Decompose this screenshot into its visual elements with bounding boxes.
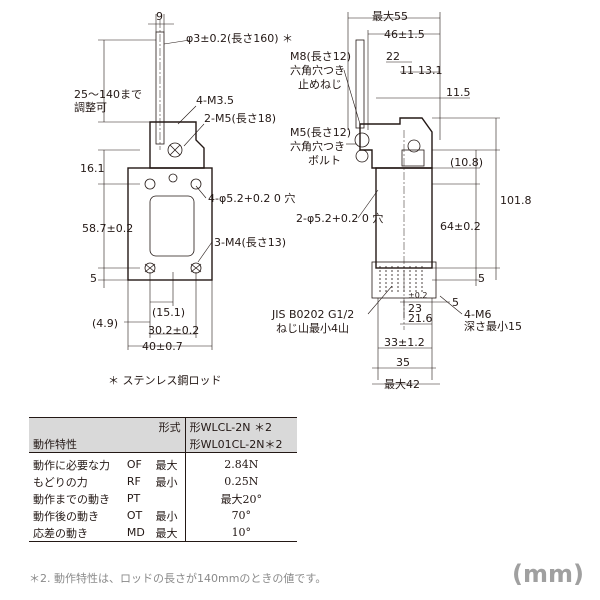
row-code: MD: [122, 524, 152, 542]
table-row: 動作後の動き OT 最小 70°: [29, 507, 297, 524]
m5-label-1: M5(長さ12): [290, 126, 351, 139]
spec-table: 形式 形WLCL-2N ＊2 動作特性 形WL01CL-2N＊2 動作に必要な力…: [29, 418, 297, 542]
row-value: 2.84N: [224, 458, 259, 471]
row-limit: 最大: [151, 452, 186, 473]
row-name: 動作までの動き: [33, 492, 110, 506]
row-code: PT: [126, 492, 141, 505]
m5-label-2: 六角穴つき: [290, 139, 345, 153]
table-row: 応差の動き MD 最大 10°: [29, 524, 297, 542]
adjust-note: 調整可: [74, 100, 107, 114]
m35-label: 4-M3.5: [196, 94, 234, 107]
row-name: 動作後の動き: [33, 509, 99, 523]
dim-11-5: 11.5: [446, 86, 471, 99]
row-value: 最大20°: [220, 492, 263, 506]
dim-10-8: (10.8): [450, 156, 483, 169]
dim-30-2: 30.2±0.2: [148, 324, 199, 337]
char-label: 動作特性: [29, 435, 186, 453]
dim-46: 46±1.5: [384, 28, 425, 41]
rod-note: ＊ ステンレス鋼ロッド: [108, 373, 222, 387]
table-row: 動作に必要な力 OF 最大 2.84N: [29, 452, 297, 473]
row-name: 応差の動き: [29, 524, 123, 542]
m8-label-3: 止めねじ: [298, 78, 342, 91]
table-row: 動作までの動き PT 最大20°: [29, 490, 297, 507]
side-head: [359, 117, 433, 169]
jis-label-2: ねじ山最小4山: [276, 322, 349, 335]
dim-5-bottom: 5: [452, 296, 459, 309]
form-label: 形式: [29, 418, 186, 435]
front-view: 9 φ3±0.2(長さ160) ＊ 25～140まで 調整可 4-M3.5 2-…: [74, 10, 295, 387]
row-limit: [151, 490, 186, 507]
rod-label: φ3±0.2(長さ160) ＊: [186, 32, 293, 45]
dim-35: 35: [396, 356, 410, 369]
side-view: 最大55 46±1.5 22 11 13.1 M8(長さ12) 六角穴つき 止め…: [271, 9, 532, 391]
dim-max55: 最大55: [372, 9, 408, 23]
dim-15-1: (15.1): [152, 306, 185, 319]
row-value: 10°: [185, 524, 297, 542]
row-limit: 最小: [151, 473, 186, 490]
row-value: 0.25N: [224, 475, 259, 488]
dim-58-7: 58.7±0.2: [82, 222, 133, 235]
m5-label-3: ボルト: [308, 154, 341, 167]
row-limit: 最大: [151, 524, 186, 542]
m6-label-1: 4-M6: [464, 308, 491, 321]
m8-label-2: 六角穴つき: [290, 63, 345, 77]
dim-64: 64±0.2: [440, 220, 481, 233]
m5-18-label: 2-M5(長さ18): [204, 112, 276, 125]
dim-5-side: 5: [478, 272, 485, 285]
table-row: もどりの力 RF 最小 0.25N: [29, 473, 297, 490]
dim-16-1: 16.1: [80, 162, 105, 175]
model-1: 形WLCL-2N ＊2: [185, 418, 297, 435]
adjust-range: 25～140まで: [74, 88, 142, 101]
row-name: 動作に必要な力: [33, 458, 110, 472]
unit-label: (mm): [512, 560, 584, 588]
m4-13-label: 3-M4(長さ13): [214, 236, 286, 249]
hole-2-label: 2-φ5.2+0.2 0 穴: [296, 211, 383, 225]
front-body: [127, 167, 213, 281]
dim-21-6: 21.6: [408, 312, 433, 325]
dim-5-front: 5: [90, 272, 97, 285]
footnote: ＊2. 動作特性は、ロッドの長さが140mmのときの値です。: [29, 572, 327, 585]
row-code: RF: [126, 475, 141, 488]
dim-13-1: 13.1: [418, 64, 443, 77]
head-block: [149, 121, 205, 169]
dim-11: 11: [400, 64, 414, 77]
jis-label-1: JIS B0202 G1/2: [271, 308, 354, 321]
dimension-drawing: 9 φ3±0.2(長さ160) ＊ 25～140まで 調整可 4-M3.5 2-…: [74, 9, 532, 391]
hole-4-label: 4-φ5.2+0.2 0 穴: [208, 191, 295, 205]
dim-22: 22: [386, 50, 400, 63]
row-limit: 最小: [151, 507, 186, 524]
dim-101-8: 101.8: [500, 194, 532, 207]
row-name: もどりの力: [33, 475, 88, 489]
dim-9: 9: [156, 10, 163, 23]
dim-pm02: ±0.2: [408, 291, 427, 300]
dim-23: 23: [408, 302, 422, 315]
dim-4-9: (4.9): [92, 317, 118, 330]
row-code: OT: [126, 509, 143, 522]
dim-33: 33±1.2: [384, 336, 425, 349]
row-value: 70°: [231, 509, 252, 522]
model-2: 形WL01CL-2N＊2: [185, 435, 297, 453]
m6-label-2: 深さ最小15: [464, 320, 522, 333]
m8-label-1: M8(長さ12): [290, 50, 351, 63]
dim-40: 40±0.7: [142, 340, 183, 353]
row-code: OF: [126, 458, 142, 471]
dim-max42: 最大42: [384, 377, 420, 391]
